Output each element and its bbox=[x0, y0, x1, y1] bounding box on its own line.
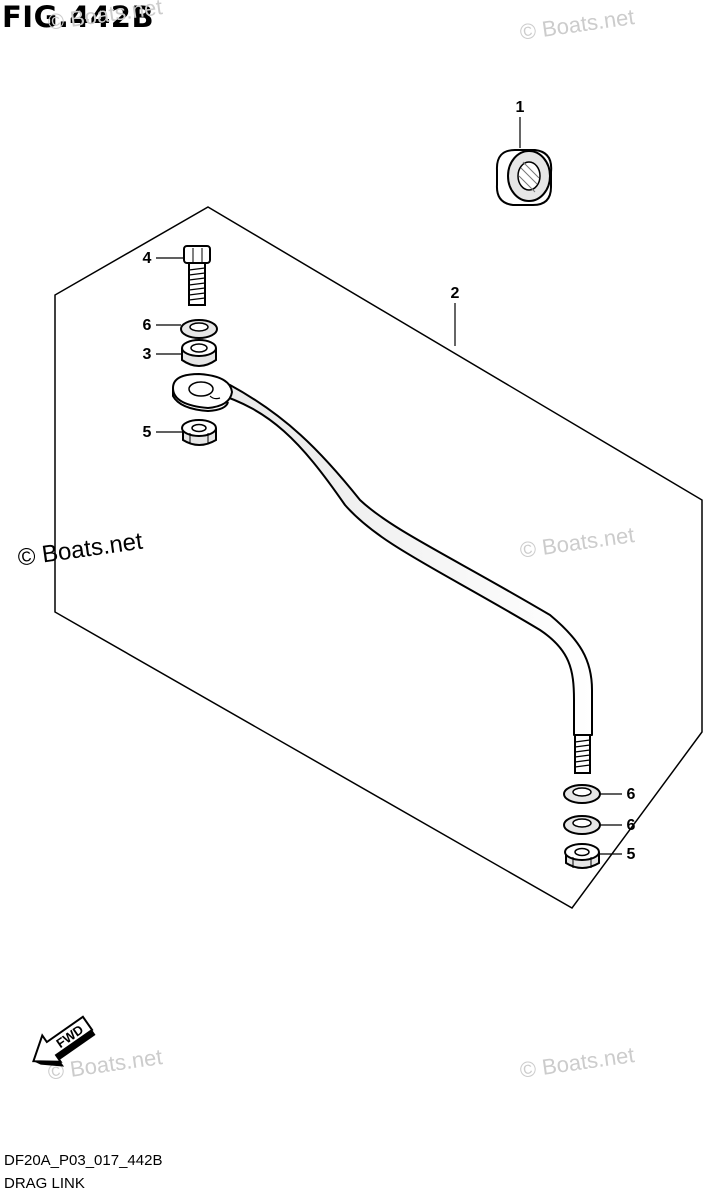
part-5-nut-right bbox=[564, 843, 600, 869]
callout-part-6-right-b: 6 bbox=[627, 817, 636, 834]
callout-part-6-right-a: 6 bbox=[627, 786, 636, 803]
part-5-nut-top bbox=[181, 419, 217, 446]
part-3-bushing bbox=[181, 339, 217, 367]
assembly-boundary bbox=[54, 206, 703, 909]
part-2-drag-link bbox=[171, 372, 593, 774]
callout-part-4: 4 bbox=[143, 250, 152, 267]
callout-part-5-top: 5 bbox=[143, 424, 152, 441]
figure-title: FIG.442B bbox=[2, 0, 155, 34]
part-6-washer-top bbox=[180, 319, 218, 339]
figure-name: DRAG LINK bbox=[4, 1175, 85, 1192]
callout-part-6-top: 6 bbox=[143, 317, 152, 334]
part-6-washer-right-a bbox=[563, 784, 601, 804]
callout-part-3: 3 bbox=[143, 346, 152, 363]
fwd-arrow-icon: FWD bbox=[32, 1015, 96, 1067]
figure-code: DF20A_P03_017_442B bbox=[4, 1152, 163, 1169]
part-4-bolt bbox=[183, 245, 211, 306]
callout-part-5-right: 5 bbox=[627, 846, 636, 863]
part-6-washer-right-b bbox=[563, 815, 601, 835]
callout-part-2: 2 bbox=[451, 285, 460, 302]
callout-part-1: 1 bbox=[516, 99, 525, 116]
part-1-nut bbox=[495, 149, 553, 206]
